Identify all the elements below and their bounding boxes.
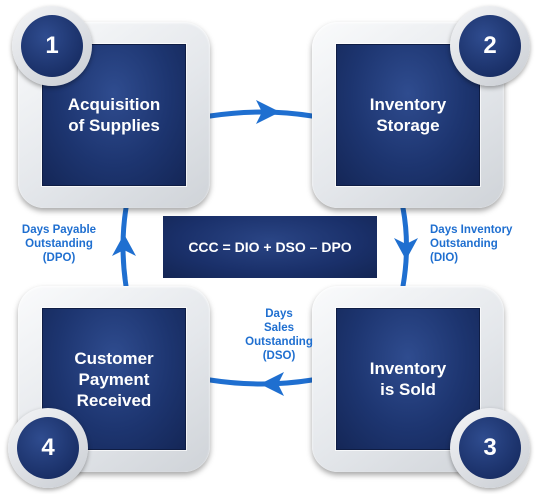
step-label: Acquisition of Supplies	[67, 95, 161, 135]
formula-box: CCC = DIO + DSO – DPO	[163, 216, 377, 278]
step-number: 3	[459, 417, 521, 479]
arrowhead-right-icon	[256, 100, 280, 124]
step-number: 1	[21, 15, 83, 77]
step-label: Inventory Storage	[369, 95, 447, 135]
connector-line-3-4	[207, 377, 315, 387]
arrowhead-up-icon	[112, 234, 136, 256]
formula-text: CCC = DIO + DSO – DPO	[188, 239, 352, 255]
step-badge-1: 1	[12, 6, 92, 86]
connector-line-1-2	[207, 109, 315, 119]
connector-label-dpo: Days Payable Outstanding (DPO)	[21, 224, 97, 264]
step-label: Customer Payment Received	[74, 348, 154, 410]
arrowhead-left-icon	[260, 372, 284, 396]
connector-label-dso: Days Sales Outstanding (DSO)	[245, 308, 313, 362]
connector-label-dio: Days Inventory Outstanding (DIO)	[430, 224, 513, 264]
step-card-inventory-sold: Inventory is Sold	[312, 286, 504, 472]
step-badge-3: 3	[450, 408, 530, 488]
step-badge-2: 2	[450, 6, 530, 86]
step-number: 2	[459, 15, 521, 77]
step-label: Inventory is Sold	[369, 359, 447, 399]
arrowhead-down-icon	[394, 238, 418, 260]
step-badge-4: 4	[8, 408, 88, 488]
step-number: 4	[17, 417, 79, 479]
step-panel: Inventory is Sold	[336, 308, 480, 450]
